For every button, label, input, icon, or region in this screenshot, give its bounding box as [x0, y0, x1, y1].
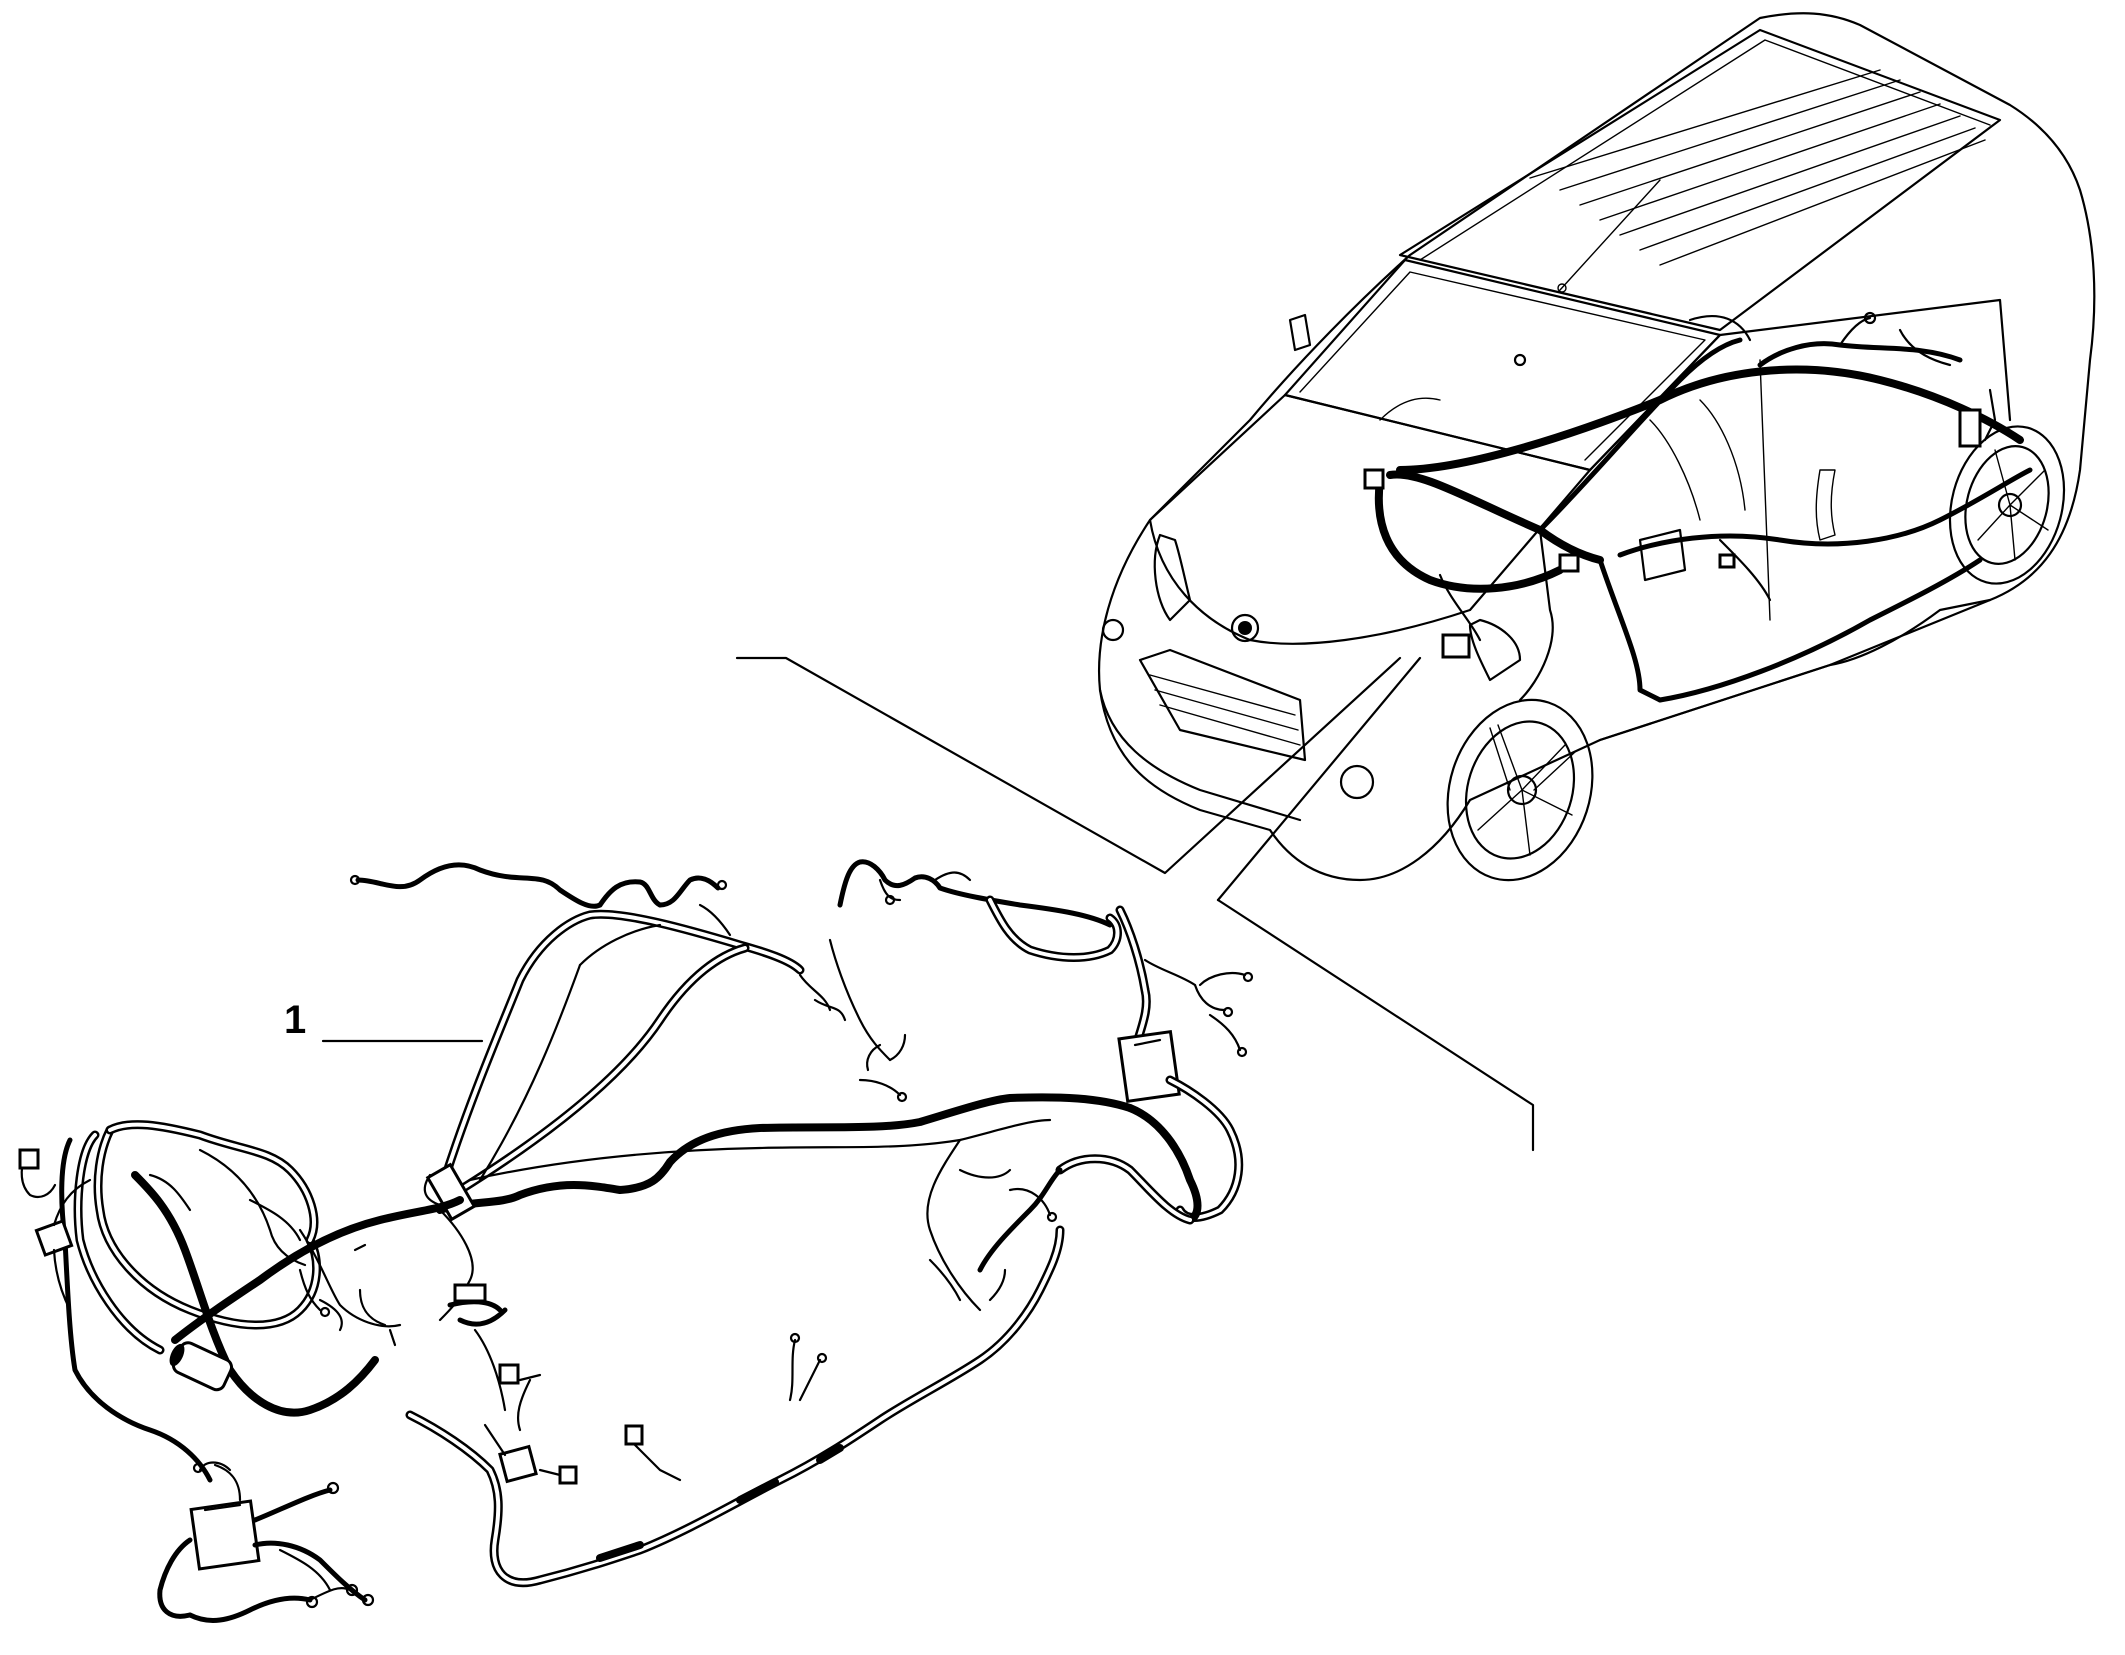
leader-lines — [321, 656, 1535, 1152]
vehicle-wiring-harness — [1363, 311, 2033, 703]
callout-number-1: 1 — [284, 998, 307, 1042]
exploded-wiring-harness — [18, 859, 1254, 1623]
vehicle-illustration — [1097, 12, 2096, 882]
